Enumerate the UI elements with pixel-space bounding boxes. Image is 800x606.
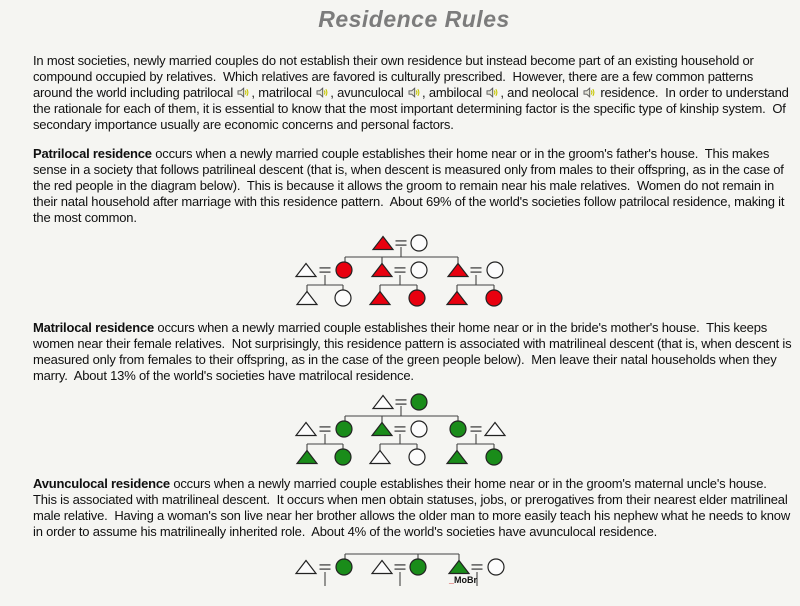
speaker-icon[interactable] (408, 87, 421, 98)
female-circle-green (335, 558, 353, 576)
sound-wave-inner (590, 90, 593, 95)
male-triangle-white (368, 449, 392, 465)
female-circle-white (334, 289, 352, 307)
marriage-equals (394, 426, 406, 432)
marriage-equals (394, 564, 406, 570)
female-circle-green (485, 448, 503, 466)
male-triangle-red (371, 235, 395, 251)
mobr-label-text: MoBr (454, 575, 477, 585)
marriage-equals (470, 426, 482, 432)
matrilocal-kinship-diagram (290, 389, 795, 467)
male-triangle-white (371, 394, 395, 410)
male-triangle-green (445, 449, 469, 465)
intro-text-segment: , ambilocal (422, 85, 486, 100)
male-triangle-white (483, 421, 507, 437)
avunculocal-paragraph: Avunculocal residence occurs when a newl… (33, 476, 795, 540)
female-circle-green (334, 448, 352, 466)
male-triangle-white (294, 559, 318, 575)
patrilocal-lead: Patrilocal residence (33, 146, 152, 161)
sound-wave-outer (246, 88, 249, 97)
marriage-equals (319, 426, 331, 432)
female-circle-white (410, 234, 428, 252)
intro-text-segment: , avunculocal (330, 85, 407, 100)
female-circle-white (408, 448, 426, 466)
matrilocal-lead: Matrilocal residence (33, 320, 154, 335)
marriage-equals (319, 267, 331, 273)
speaker-cone (408, 87, 416, 98)
intro-text-segment: residence. In order to understand the ra… (33, 85, 793, 132)
speaker-icon[interactable] (316, 87, 329, 98)
female-circle-white (486, 261, 504, 279)
male-triangle-green (370, 421, 394, 437)
sound-wave-inner (245, 90, 247, 95)
female-circle-red (335, 261, 353, 279)
speaker-icon[interactable] (237, 87, 250, 98)
intro-text-segment: , matrilocal (251, 85, 316, 100)
intro-paragraph: In most societies, newly married couples… (33, 53, 795, 133)
female-circle-red (485, 289, 503, 307)
marriage-equals (395, 240, 407, 246)
female-circle-red (408, 289, 426, 307)
patrilocal-paragraph: Patrilocal residence occurs when a newly… (33, 146, 795, 226)
speaker-icon[interactable] (486, 87, 499, 98)
marriage-equals (394, 267, 406, 273)
residence-rules-page: Residence Rules In most societies, newly… (0, 6, 800, 586)
marriage-equals (319, 564, 331, 570)
male-triangle-white (294, 421, 318, 437)
residence-rules-document: { "page": { "title": "Residence Rules" }… (0, 6, 800, 606)
speaker-cone (237, 87, 245, 98)
male-triangle-red (445, 290, 469, 306)
female-circle-white (487, 558, 505, 576)
male-triangle-red (370, 262, 394, 278)
sound-wave-inner (494, 90, 496, 95)
matrilocal-text: occurs when a newly married couple estab… (33, 320, 795, 383)
sound-wave-outer (325, 88, 328, 97)
avunculocal-kinship-svg: _MoBr (294, 553, 505, 586)
patrilocal-text: occurs when a newly married couple estab… (33, 146, 788, 225)
patrilocal-kinship-diagram (290, 230, 795, 308)
female-circle-green (335, 420, 353, 438)
female-circle-green (449, 420, 467, 438)
male-triangle-white (370, 559, 394, 575)
page-title: Residence Rules (318, 6, 510, 32)
avunculocal-text: occurs when a newly married couple estab… (33, 476, 794, 539)
mobr-label-prefix: _ (448, 575, 455, 585)
intro-text-segment: , and neolocal (500, 85, 582, 100)
sound-wave-outer (592, 88, 595, 97)
male-triangle-white (294, 262, 318, 278)
male-triangle-red (368, 290, 392, 306)
female-circle-green (409, 558, 427, 576)
male-triangle-green (295, 449, 319, 465)
patrilocal-kinship-svg (294, 234, 504, 307)
male-triangle-white (295, 290, 319, 306)
mobr-label: _MoBr (448, 575, 478, 585)
sound-wave-outer (417, 88, 420, 97)
marriage-equals (471, 564, 483, 570)
intro-text-segment: In most societies, newly married couples… (33, 53, 758, 100)
female-circle-white (410, 420, 428, 438)
marriage-equals (395, 399, 407, 405)
female-circle-green (410, 393, 428, 411)
female-circle-white (410, 261, 428, 279)
matrilocal-kinship-svg (294, 393, 507, 466)
matrilocal-paragraph: Matrilocal residence occurs when a newly… (33, 320, 795, 384)
speaker-icon[interactable] (583, 87, 596, 98)
male-triangle-green (447, 559, 471, 575)
sound-wave-outer (495, 88, 498, 97)
sound-wave-inner (323, 90, 326, 95)
avunculocal-lead: Avunculocal residence (33, 476, 170, 491)
marriage-equals (470, 267, 482, 273)
speaker-cone (583, 87, 591, 98)
sound-wave-inner (415, 90, 418, 95)
male-triangle-red (446, 262, 470, 278)
speaker-cone (486, 87, 494, 98)
avunculocal-kinship-diagram: _MoBr (290, 542, 795, 586)
speaker-cone (316, 87, 324, 98)
